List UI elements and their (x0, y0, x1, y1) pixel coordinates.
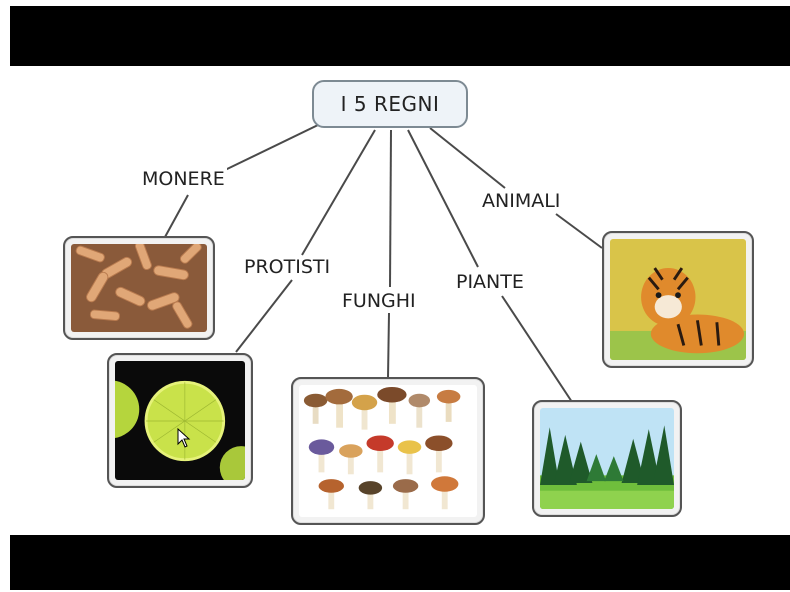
connector-root-funghi (390, 130, 391, 287)
connector-piante-image (502, 296, 572, 402)
connector-root-protisti (302, 130, 375, 255)
connector-protisti-image (236, 280, 292, 352)
connector-funghi-image (388, 313, 389, 378)
connector-animali-image (556, 214, 602, 248)
label-animali: ANIMALI (480, 190, 562, 212)
connector-monere-image (165, 195, 188, 237)
root-node: I 5 REGNI (312, 80, 468, 128)
funghi-image-frame (291, 377, 485, 525)
mushrooms-image (299, 385, 477, 517)
label-protisti: PROTISTI (242, 256, 332, 278)
monere-image-frame (63, 236, 215, 340)
tiger-image (610, 239, 746, 360)
root-label: I 5 REGNI (341, 92, 440, 116)
connector-root-monere (225, 125, 318, 170)
bacteria-image (71, 244, 207, 332)
letterbox-bottom (10, 535, 790, 590)
diatoms-image (115, 361, 245, 480)
connector-root-animali (430, 128, 505, 188)
piante-image-frame (532, 400, 682, 517)
protisti-image-frame (107, 353, 253, 488)
label-piante: PIANTE (454, 271, 526, 293)
mouse-cursor-icon (177, 428, 191, 452)
connector-root-piante (408, 130, 478, 267)
animali-image-frame (602, 231, 754, 368)
label-funghi: FUNGHI (340, 290, 418, 312)
forest-image (540, 408, 674, 509)
label-monere: MONERE (140, 168, 227, 190)
